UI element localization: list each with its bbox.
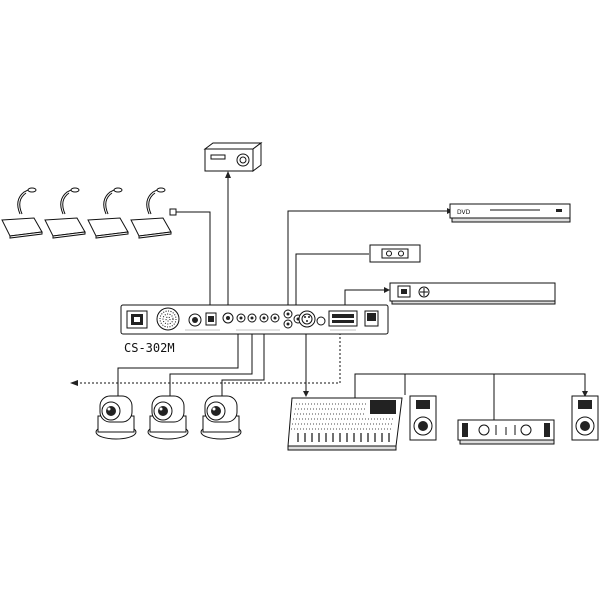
- camera-2-video-cable: [169, 330, 253, 398]
- processor-cable: [344, 289, 386, 308]
- audio-recorder: [369, 244, 421, 263]
- ptz-cameras: [95, 395, 242, 440]
- microphone-unit: [1, 187, 43, 239]
- arrow-up-icon: [225, 171, 231, 178]
- arrow-right-icon: [384, 287, 390, 293]
- dvd-cable: [287, 210, 449, 308]
- video-input-connectors: [236, 313, 280, 323]
- chain-connector-icon: [169, 208, 177, 216]
- main-unit-rear-panel: [120, 304, 389, 335]
- microphone-unit: [130, 187, 172, 239]
- rs232-port-icon: [328, 310, 358, 327]
- camera-1-video-cable: [117, 330, 239, 398]
- recorder-cable: [295, 253, 369, 308]
- speaker-right: [571, 395, 599, 441]
- ptz-camera: [95, 395, 137, 440]
- dvd-player: DVD: [449, 203, 571, 223]
- microphone-chain-cable: [176, 211, 211, 308]
- arrow-down-icon: [303, 391, 309, 397]
- projector: [203, 142, 263, 172]
- speaker-left: [409, 395, 437, 441]
- microphone-unit: [44, 187, 86, 239]
- dvd-label: DVD: [457, 209, 471, 216]
- jack-output-icon: [316, 316, 326, 326]
- arrow-down-icon: [582, 391, 588, 397]
- signal-processor: [389, 282, 556, 305]
- amp-to-speaker-cable: [494, 373, 586, 395]
- microphone-units: [1, 187, 172, 239]
- camera-3-video-cable: [221, 330, 265, 398]
- model-label: CS-302M: [124, 341, 175, 355]
- ptz-camera: [200, 395, 242, 440]
- audio-mixer: [287, 397, 403, 451]
- fan-vent-icon: [156, 307, 180, 331]
- connection-lines: [70, 171, 588, 425]
- arrow-left-icon: [70, 380, 78, 386]
- power-amplifier: [457, 419, 555, 445]
- ptz-camera: [147, 395, 189, 440]
- mixer-output-cable: [354, 373, 495, 425]
- microphone-unit: [87, 187, 129, 239]
